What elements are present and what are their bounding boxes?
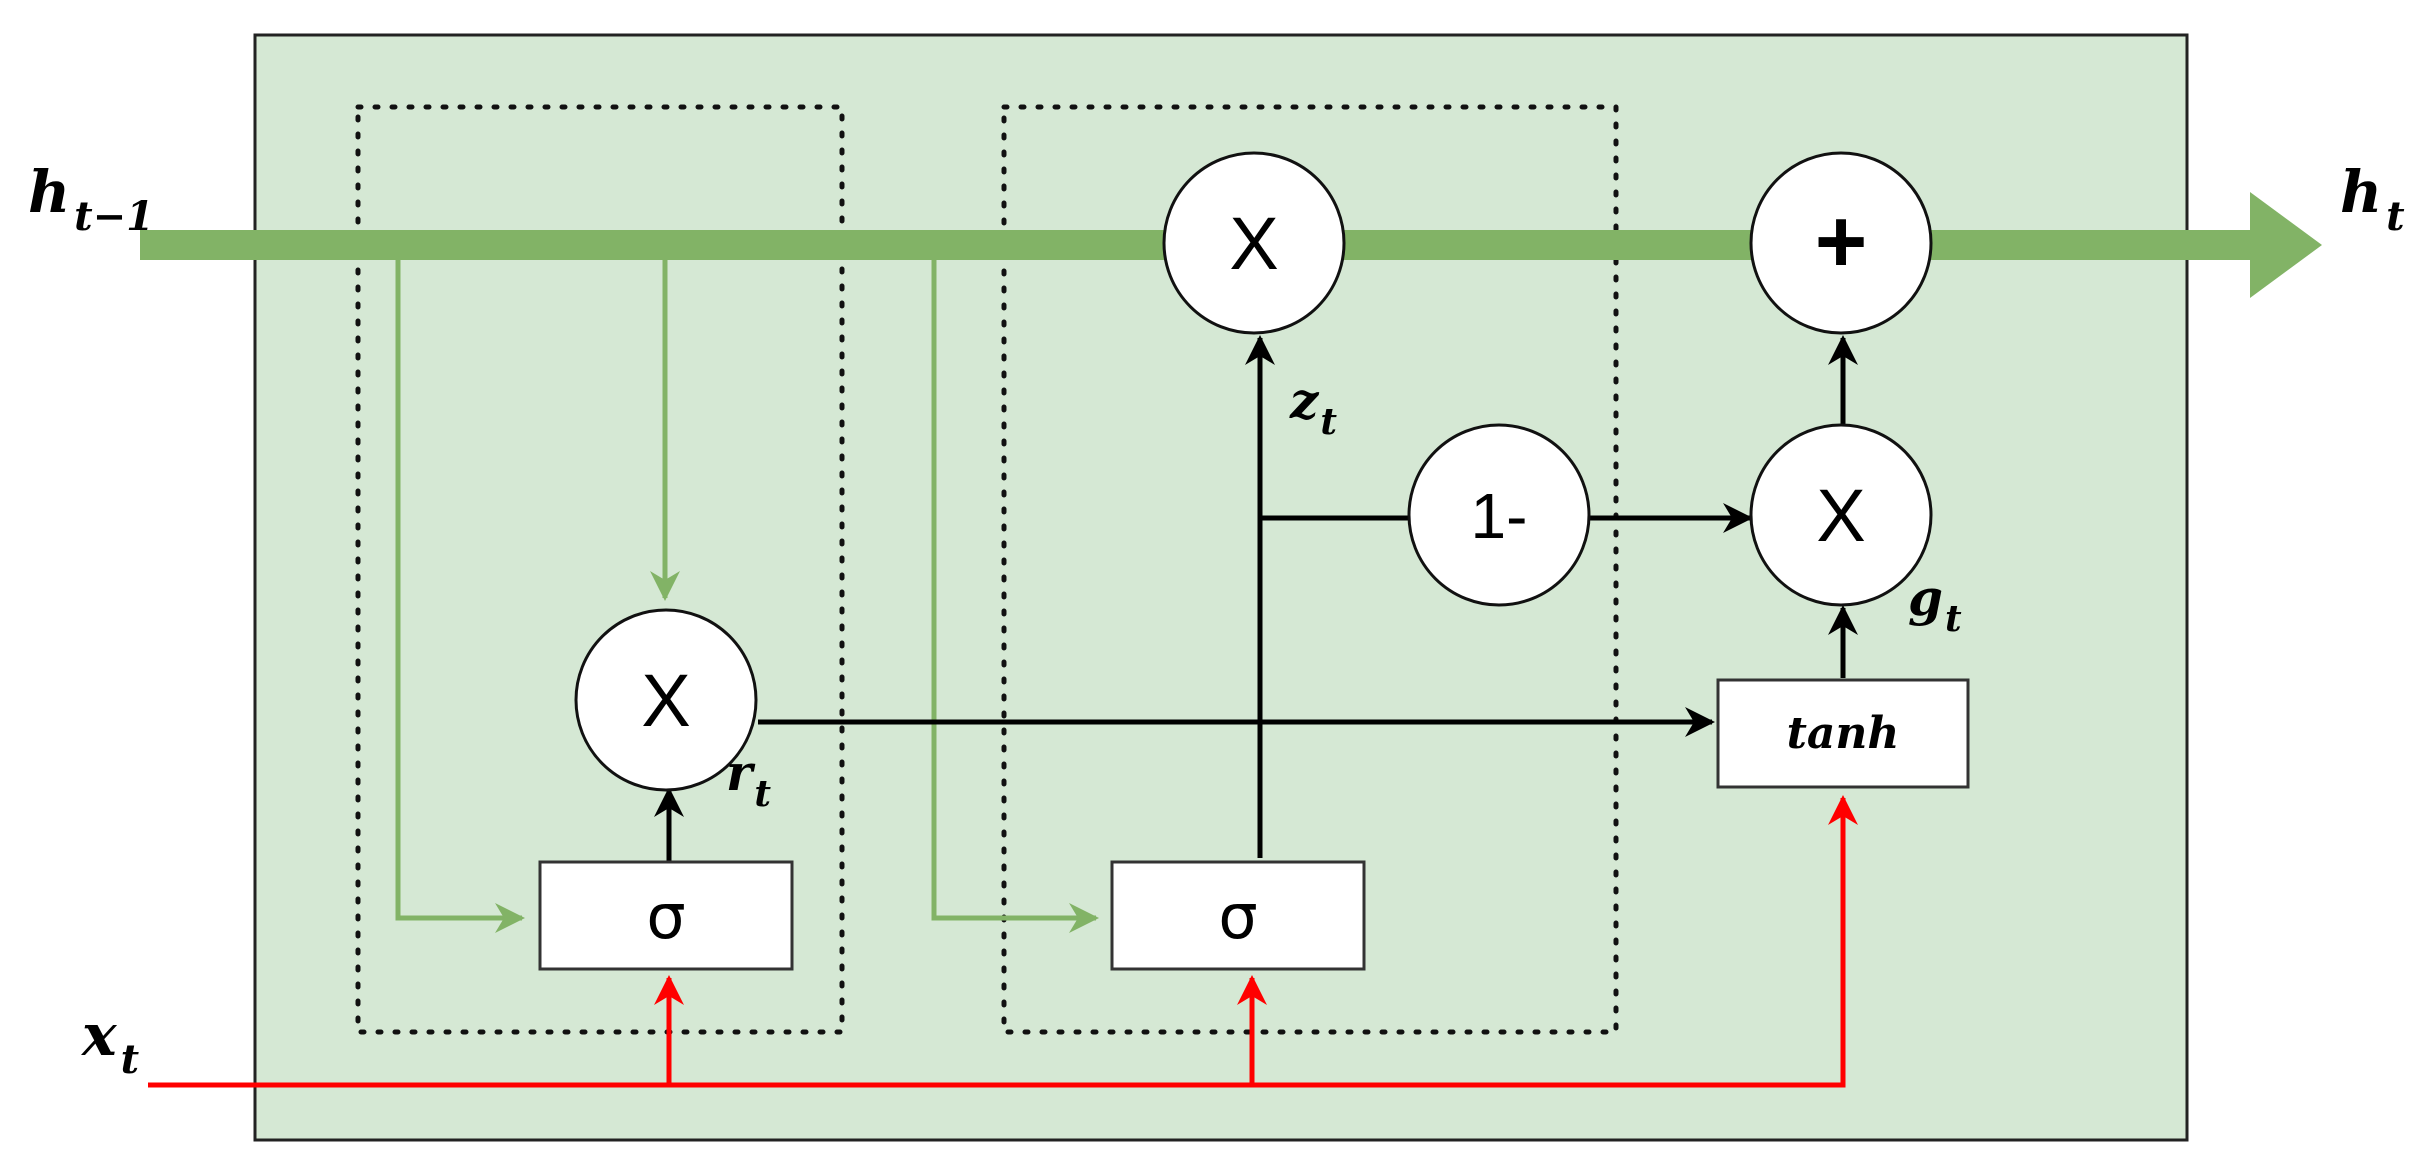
svg-text:ht−1: ht−1 <box>28 158 154 240</box>
svg-text:rt: rt <box>726 743 771 815</box>
add-symbol: + <box>1815 192 1868 292</box>
update-multiply-operator: X <box>1162 151 1346 335</box>
tanh-gate: tanh <box>1716 678 1970 789</box>
update-sigma-gate: σ <box>1110 860 1366 971</box>
hidden-state-output-arrowhead <box>2250 192 2322 298</box>
label-zt: zt <box>1289 371 1337 443</box>
tanh-label: tanh <box>1787 708 1900 759</box>
reset-sigma-gate: σ <box>538 860 794 971</box>
one-minus-operator: 1- <box>1407 423 1591 607</box>
update-sigma-label: σ <box>1218 880 1257 953</box>
hprev-to-reset-sigma-line <box>395 245 525 933</box>
svg-text:zt: zt <box>1289 371 1337 443</box>
one-minus-symbol: 1- <box>1471 480 1528 552</box>
svg-text:ht: ht <box>2340 158 2405 240</box>
reset-multiply-operator: X <box>574 608 758 792</box>
hprev-to-update-sigma-line <box>931 245 1099 933</box>
reset-gate-group <box>355 104 845 1035</box>
svg-text:xt: xt <box>80 1001 140 1083</box>
candidate-multiply-operator: X <box>1749 423 1933 607</box>
add-operator: + <box>1749 151 1933 335</box>
update-multiply-symbol: X <box>1229 202 1278 285</box>
reset-sigma-label: σ <box>646 880 685 953</box>
xt-input-line <box>148 795 1858 1088</box>
update-gate-group <box>1001 104 1619 1035</box>
label-gt: gt <box>1908 568 1962 640</box>
svg-text:gt: gt <box>1908 568 1962 640</box>
reset-multiply-symbol: X <box>641 659 690 742</box>
label-rt: rt <box>726 743 771 815</box>
candidate-multiply-symbol: X <box>1816 474 1865 557</box>
